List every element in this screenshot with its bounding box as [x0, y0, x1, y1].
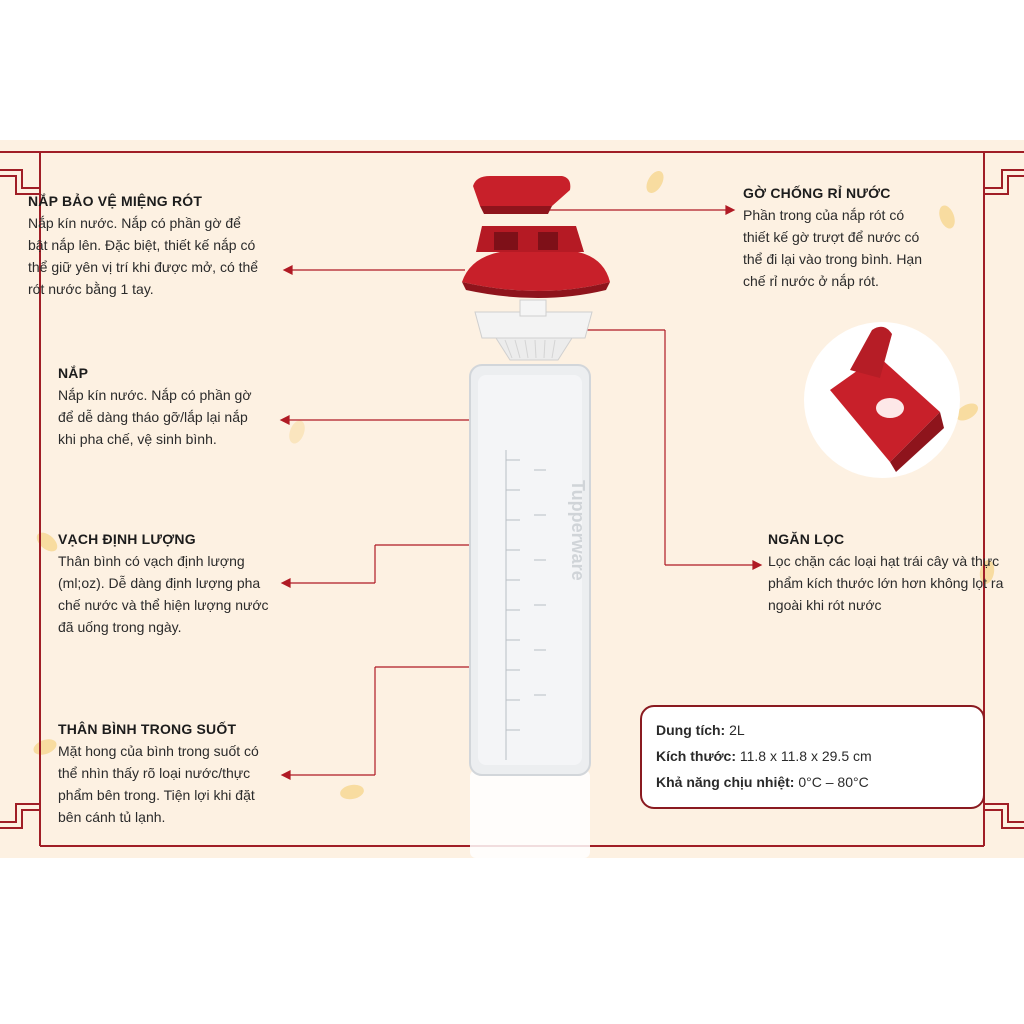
detail-circle	[804, 322, 960, 478]
callout-text: chế rỉ nước ở nắp rót.	[743, 273, 879, 289]
callout-measurement: VẠCH ĐỊNH LƯỢNG Thân bình có vạch định l…	[58, 528, 298, 638]
callout-text: thể nhìn thấy rõ loại nước/thực	[58, 765, 251, 781]
callout-text: để dễ dàng tháo gỡ/lắp lại nắp	[58, 409, 248, 425]
callout-text: khi pha chế, vệ sinh bình.	[58, 431, 217, 447]
callout-title: THÂN BÌNH TRONG SUỐT	[58, 721, 237, 737]
spec-row: Dung tích: 2L	[656, 717, 969, 743]
callout-text: Nắp kín nước. Nắp có phần gờ để	[28, 215, 241, 231]
callout-title: GỜ CHỐNG RỈ NƯỚC	[743, 185, 891, 201]
callout-lid: NẮP Nắp kín nước. Nắp có phần gờ để dễ d…	[58, 362, 298, 450]
spec-key: Kích thước:	[656, 748, 736, 764]
specs-box: Dung tích: 2L Kích thước: 11.8 x 11.8 x …	[640, 705, 985, 809]
callout-filter: NGĂN LỌC Lọc chặn các loại hạt trái cây …	[768, 528, 1024, 616]
callout-text: chế nước và thể hiện lượng nước	[58, 597, 269, 613]
callout-text: Phần trong của nắp rót có	[743, 207, 905, 223]
callout-pointers	[279, 205, 763, 780]
spec-row: Kích thước: 11.8 x 11.8 x 29.5 cm	[656, 743, 969, 769]
callout-text: Lọc chặn các loại hạt trái cây và thực	[768, 553, 1000, 569]
spout-cap	[473, 176, 571, 214]
callout-text: bật nắp lên. Đặc biệt, thiết kế nắp có	[28, 237, 256, 253]
callout-spout-cap: NẮP BẢO VỆ MIỆNG RÓT Nắp kín nước. Nắp c…	[28, 190, 308, 300]
spec-value: 2L	[725, 722, 745, 738]
callout-text: Mặt hong của bình trong suốt có	[58, 743, 259, 759]
filter-insert	[474, 299, 593, 361]
callout-text: Nắp kín nước. Nắp có phần gờ	[58, 387, 252, 403]
callout-text: thiết kế gờ trượt để nước có	[743, 229, 920, 245]
spec-value: 0°C – 80°C	[794, 774, 869, 790]
callout-text: thể đi lại vào trong bình. Hạn	[743, 251, 923, 267]
callout-text: phẩm bên trong. Tiện lợi khi đặt	[58, 787, 255, 803]
callout-title: NẮP BẢO VỆ MIỆNG RÓT	[28, 193, 203, 209]
callout-title: VẠCH ĐỊNH LƯỢNG	[58, 531, 196, 547]
callout-text: bên cánh tủ lạnh.	[58, 809, 166, 825]
callout-text: đã uống trong ngày.	[58, 619, 182, 635]
callout-anti-leak: GỜ CHỐNG RỈ NƯỚC Phần trong của nắp rót …	[743, 182, 983, 292]
callout-text: phẩm kích thước lớn hơn không lọt ra	[768, 575, 1004, 591]
callout-text: thể giữ yên vị trí khi được mở, có thể	[28, 259, 259, 275]
callout-clear-body: THÂN BÌNH TRONG SUỐT Mặt hong của bình t…	[58, 718, 298, 828]
callout-title: NẮP	[58, 365, 89, 381]
callout-title: NGĂN LỌC	[768, 531, 845, 547]
measurement-marks	[505, 450, 546, 760]
callout-text: Thân bình có vạch định lượng	[58, 553, 245, 569]
spec-key: Khả năng chịu nhiệt:	[656, 774, 795, 790]
main-lid	[462, 226, 610, 298]
spec-key: Dung tích:	[656, 722, 726, 738]
spec-row: Khả năng chịu nhiệt: 0°C – 80°C	[656, 769, 969, 795]
spec-value: 11.8 x 11.8 x 29.5 cm	[735, 748, 872, 764]
brand-logo: Tupperware	[568, 480, 588, 581]
callout-text: (ml;oz). Dễ dàng định lượng pha	[58, 575, 261, 591]
callout-text: ngoài khi rót nước	[768, 597, 882, 613]
callout-text: rót nước bằng 1 tay.	[28, 281, 154, 297]
